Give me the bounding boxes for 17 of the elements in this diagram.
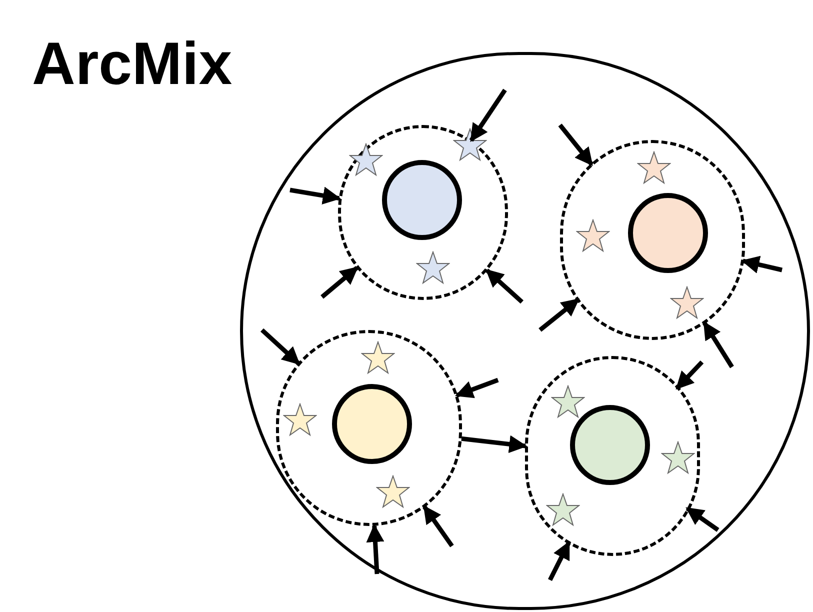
arrow (548, 541, 571, 581)
arrow (538, 298, 580, 332)
arrow (702, 321, 734, 368)
arrow (741, 256, 782, 274)
arrow (290, 186, 341, 204)
arrow (455, 378, 499, 398)
title: ArcMix (32, 34, 232, 94)
arrow (461, 435, 528, 454)
arrow (675, 360, 704, 390)
arrow (686, 506, 720, 532)
arrow (422, 505, 454, 548)
arrow (366, 524, 384, 574)
arrow (469, 88, 507, 142)
arrow (485, 268, 524, 304)
arrow (558, 124, 594, 166)
arrow (260, 328, 300, 366)
arrow (320, 266, 358, 299)
